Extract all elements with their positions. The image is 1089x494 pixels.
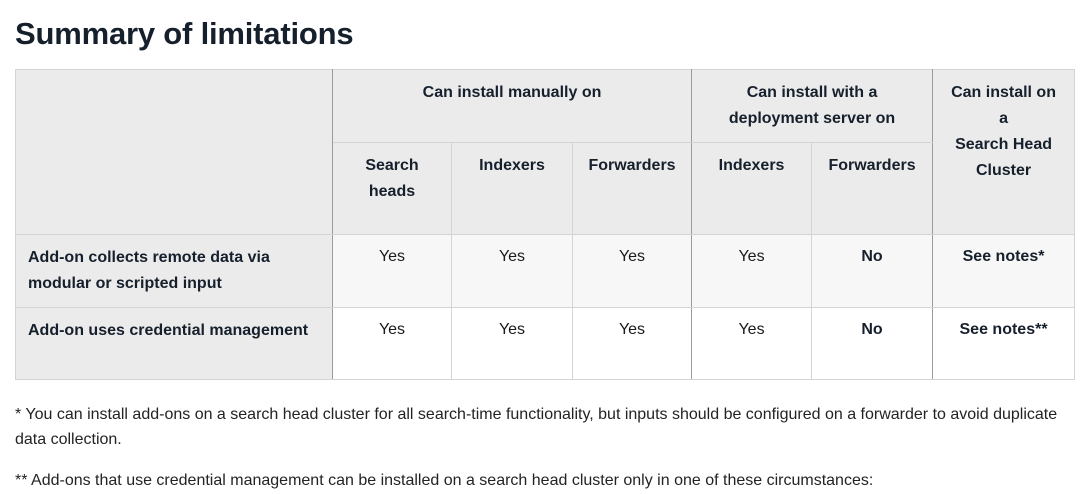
table-row: Add-on uses credential management Yes Ye… xyxy=(15,307,1076,380)
cell-row0-manual-forwarders: Yes xyxy=(571,234,693,308)
cell-row1-manual-indexers: Yes xyxy=(451,307,573,380)
cell-row0-deploy-indexers: Yes xyxy=(691,234,813,308)
footnotes: * You can install add-ons on a search he… xyxy=(15,402,1074,493)
table-header: Can install manually on Can install with… xyxy=(15,69,1076,235)
table-header-sub-row: Search heads Indexers Forwarders Indexer… xyxy=(16,142,1075,235)
column-group-can-install-with-deployment-server-on: Can install with a deployment server on xyxy=(691,69,934,143)
cell-row0-search-head-cluster: See notes* xyxy=(932,234,1076,308)
footnote-single-asterisk: * You can install add-ons on a search he… xyxy=(15,406,1058,448)
cell-row1-manual-forwarders: Yes xyxy=(571,307,693,380)
table-body: Add-on collects remote data via modular … xyxy=(15,234,1076,380)
column-header-manual-indexers: Indexers xyxy=(451,142,573,235)
shc-header-line-2: Search Head Cluster xyxy=(955,136,1052,179)
cell-row1-manual-search-heads: Yes xyxy=(332,307,452,380)
page-title: Summary of limitations xyxy=(15,16,354,51)
footnote-double-asterisk: ** Add-ons that use credential managemen… xyxy=(15,472,874,489)
column-group-can-install-manually-on: Can install manually on xyxy=(331,69,693,143)
table-header-group-row: Can install manually on Can install with… xyxy=(15,69,1076,235)
cell-row0-manual-indexers: Yes xyxy=(451,234,573,308)
cell-row1-search-head-cluster: See notes** xyxy=(932,307,1076,380)
column-header-deploy-forwarders: Forwarders xyxy=(811,142,934,235)
cell-row1-deploy-indexers: Yes xyxy=(691,307,813,380)
table-row: Add-on collects remote data via modular … xyxy=(15,234,1076,308)
column-header-search-head-cluster: Can install on a Search Head Cluster xyxy=(932,69,1076,235)
shc-header-line-1: Can install on a xyxy=(951,84,1056,127)
cell-row0-manual-search-heads: Yes xyxy=(332,234,452,308)
column-header-manual-forwarders: Forwarders xyxy=(571,142,693,235)
cell-row1-deploy-forwarders: No xyxy=(811,307,934,380)
row-label-modular-or-scripted-input: Add-on collects remote data via modular … xyxy=(15,234,333,308)
summary-of-limitations-table: Can install manually on Can install with… xyxy=(15,69,1076,380)
cell-row0-deploy-forwarders: No xyxy=(811,234,934,308)
table-corner-cell xyxy=(15,69,333,235)
row-label-credential-management: Add-on uses credential management xyxy=(15,307,333,380)
column-header-manual-search-heads: Search heads xyxy=(332,142,452,235)
column-header-deploy-indexers: Indexers xyxy=(691,142,813,235)
